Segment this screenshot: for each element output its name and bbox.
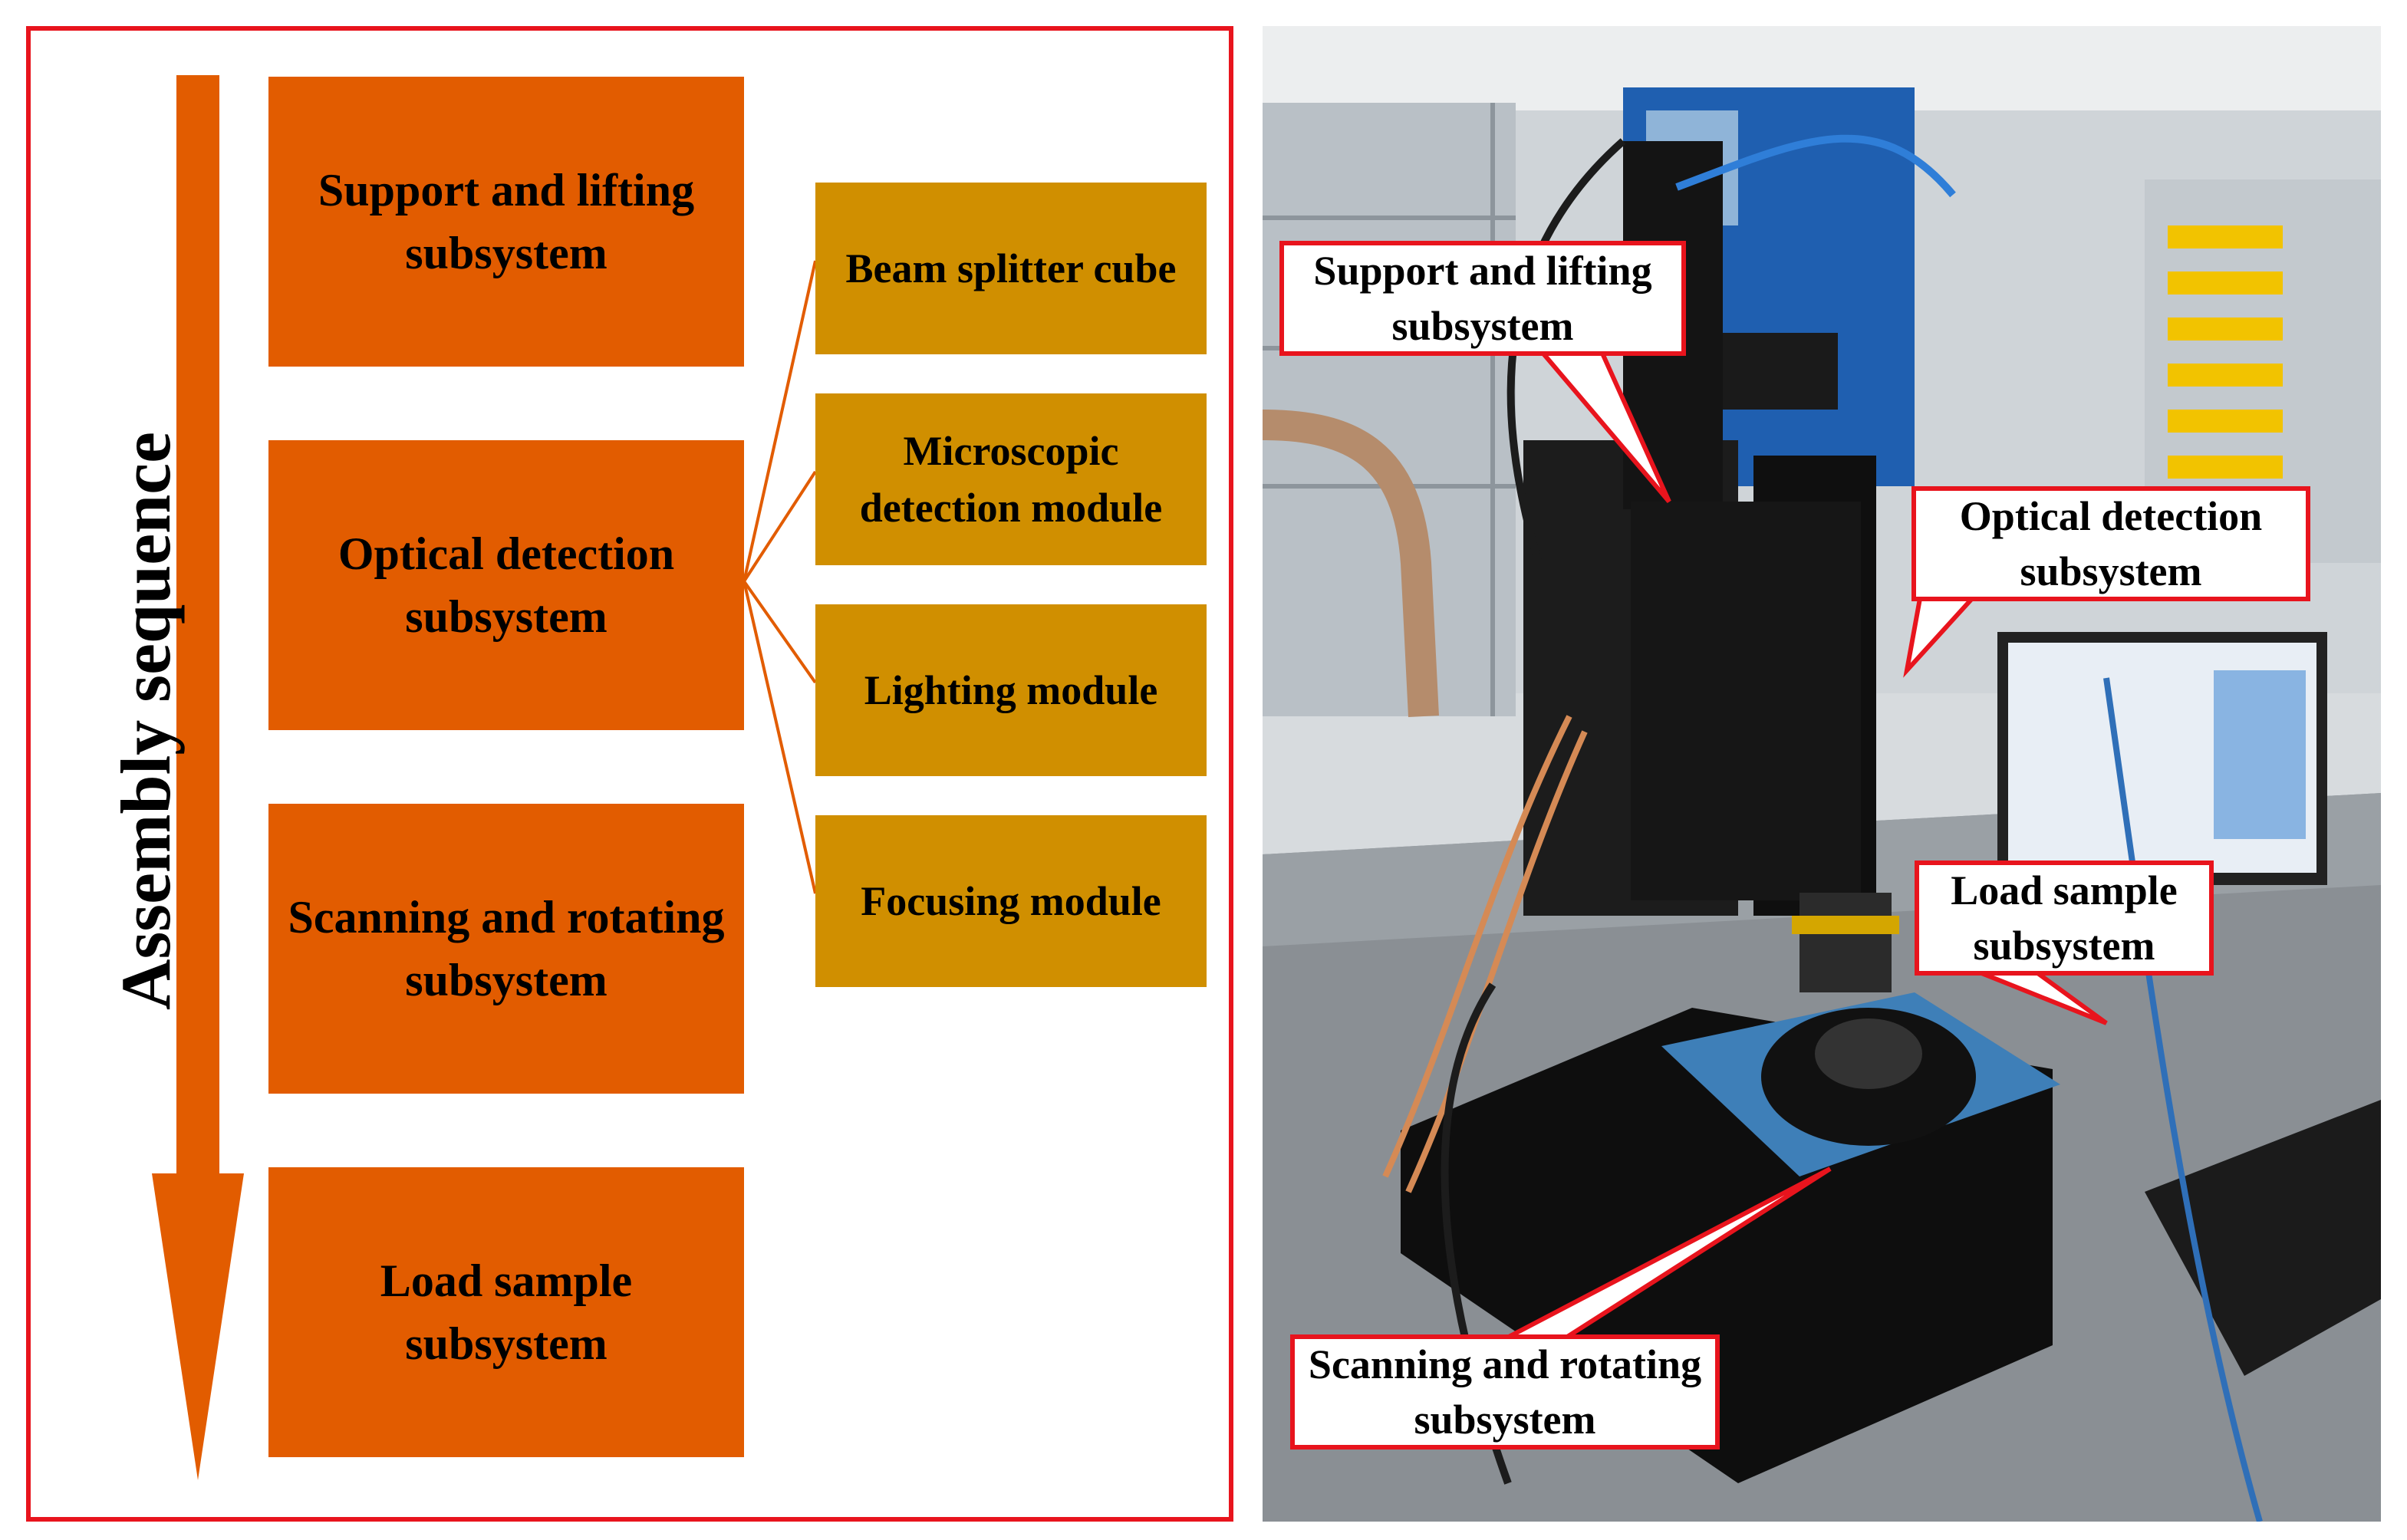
subsystem-label: Support and lifting subsystem bbox=[318, 165, 695, 278]
subsystem-box-support-lifting: Support and lifting subsystem bbox=[268, 77, 744, 367]
callout-optical-detection: Optical detection subsystem bbox=[1911, 486, 2310, 601]
callout-label: Scanning and rotating subsystem bbox=[1308, 1341, 1702, 1443]
subsystem-box-optical-detection: Optical detection subsystem bbox=[268, 440, 744, 730]
assembly-sequence-label: Assembly sequence bbox=[107, 432, 185, 1010]
callout-label: Optical detection subsystem bbox=[1959, 493, 2263, 594]
module-box-microscopic-detection: Microscopic detection module bbox=[815, 393, 1207, 565]
instrument-photo: Support and lifting subsystem Optical de… bbox=[1263, 26, 2381, 1522]
subsystem-box-load-sample: Load sample subsystem bbox=[268, 1167, 744, 1457]
callout-label: Load sample subsystem bbox=[1951, 867, 2178, 969]
callout-load-sample: Load sample subsystem bbox=[1915, 860, 2214, 976]
module-box-beam-splitter: Beam splitter cube bbox=[815, 183, 1207, 354]
callout-scanning-rotating: Scanning and rotating subsystem bbox=[1290, 1334, 1720, 1450]
assembly-sequence-arrow bbox=[152, 75, 244, 1480]
callout-support-lifting: Support and lifting subsystem bbox=[1279, 241, 1686, 356]
module-label: Beam splitter cube bbox=[845, 245, 1177, 291]
module-label: Lighting module bbox=[864, 667, 1158, 713]
module-label: Microscopic detection module bbox=[859, 428, 1163, 531]
subsystem-label: Scanning and rotating subsystem bbox=[288, 892, 725, 1005]
module-box-focusing: Focusing module bbox=[815, 815, 1207, 987]
subsystem-box-scanning-rotating: Scanning and rotating subsystem bbox=[268, 804, 744, 1094]
module-label: Focusing module bbox=[861, 878, 1161, 924]
callout-label: Support and lifting subsystem bbox=[1313, 248, 1652, 349]
assembly-diagram-panel: Assembly sequence Support and lifting su… bbox=[26, 26, 1233, 1522]
subsystem-label: Optical detection subsystem bbox=[338, 528, 675, 642]
subsystem-label: Load sample subsystem bbox=[380, 1255, 633, 1369]
module-box-lighting: Lighting module bbox=[815, 604, 1207, 776]
